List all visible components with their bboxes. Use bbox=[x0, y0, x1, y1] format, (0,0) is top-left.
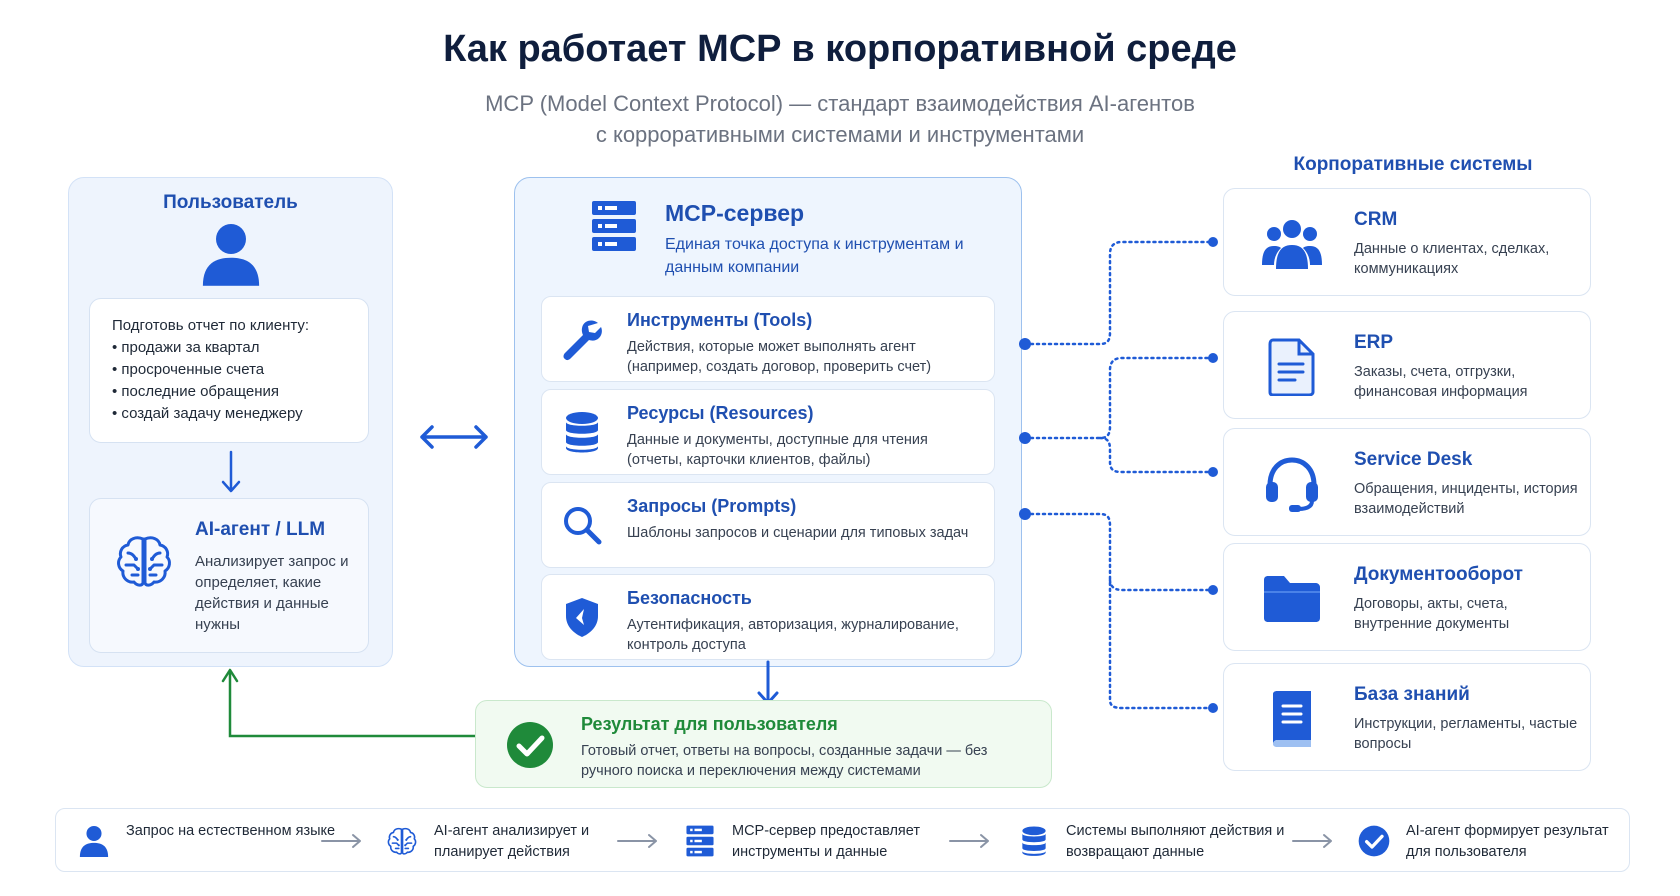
connector-to-docflow bbox=[1108, 578, 1215, 592]
flow-step-text: AI-агент формирует результат для пользов… bbox=[1406, 823, 1609, 860]
system-title: ERP bbox=[1354, 332, 1394, 353]
feature-title: Запросы (Prompts) bbox=[627, 496, 797, 516]
book-icon bbox=[1262, 690, 1322, 748]
feature-card-security: Безопасность Аутентификация, авторизация… bbox=[541, 574, 995, 660]
system-title: Service Desk bbox=[1354, 449, 1473, 470]
feature-card-resources: Ресурсы (Resources) Данные и документы, … bbox=[541, 389, 995, 475]
feature-description: Действия, которые может выполнять агент … bbox=[627, 339, 932, 375]
mcp-server-description: Единая точка доступа к инструментам и да… bbox=[665, 236, 964, 276]
feature-description: Шаблоны запросов и сценарии для типовых … bbox=[627, 525, 969, 541]
bidirectional-arrow-icon bbox=[420, 425, 488, 449]
flow-step: Системы выполняют действия и возвращают … bbox=[1018, 817, 1318, 865]
ai-agent-title: AI-агент / LLM bbox=[195, 519, 326, 540]
system-card-crm: CRM Данные о клиентах, сделках, коммуник… bbox=[1223, 188, 1591, 296]
system-title: Документооборот bbox=[1354, 564, 1523, 585]
arrow-right-icon bbox=[321, 834, 361, 848]
ai-agent-card: AI-агент / LLM Анализирует запрос и опре… bbox=[89, 498, 369, 653]
system-description: Данные о клиентах, сделках, коммуникация… bbox=[1354, 241, 1550, 277]
feature-description: Аутентификация, авторизация, журналирова… bbox=[627, 617, 959, 653]
subtitle-line-1: MCP (Model Context Protocol) — стандарт … bbox=[485, 91, 1195, 116]
system-description: Инструкции, регламенты, частые вопросы bbox=[1354, 716, 1578, 752]
feature-title: Ресурсы (Resources) bbox=[627, 403, 814, 423]
connector-resources-erp bbox=[1023, 356, 1215, 440]
flow-step: AI-агент анализирует и планирует действи… bbox=[386, 817, 646, 865]
result-title: Результат для пользователя bbox=[581, 714, 838, 734]
user-panel: Пользователь Подготовь отчет по клиенту:… bbox=[68, 177, 393, 667]
user-query-title: Подготовь отчет по клиенту: bbox=[112, 317, 310, 334]
user-query-item: просроченные счета bbox=[112, 359, 368, 381]
brain-icon bbox=[386, 825, 418, 857]
feedback-arrow bbox=[228, 672, 475, 738]
page-subtitle: MCP (Model Context Protocol) — стандарт … bbox=[0, 88, 1680, 150]
arrow-right-icon bbox=[1292, 834, 1332, 848]
system-card-knowledge-base: База знаний Инструкции, регламенты, част… bbox=[1223, 663, 1591, 771]
system-description: Заказы, счета, отгрузки, финансовая инфо… bbox=[1354, 364, 1528, 400]
result-description: Готовый отчет, ответы на вопросы, создан… bbox=[581, 743, 988, 779]
feature-title: Безопасность bbox=[627, 588, 752, 608]
page-title: Как работает MCP в корпоративной среде bbox=[443, 28, 1237, 70]
mcp-server-title: MCP-сервер bbox=[665, 200, 805, 226]
flow-step: Запрос на естественном языке bbox=[78, 817, 338, 865]
headset-icon bbox=[1262, 455, 1322, 513]
user-query-list: продажи за квартал просроченные счета по… bbox=[112, 337, 368, 425]
flow-step-text: MCP-сервер предоставляет инструменты и д… bbox=[732, 823, 921, 860]
shield-icon bbox=[560, 595, 604, 639]
system-description: Обращения, инциденты, история взаимодейс… bbox=[1354, 481, 1578, 517]
flow-step-text: Системы выполняют действия и возвращают … bbox=[1066, 823, 1285, 860]
flow-step: MCP-сервер предоставляет инструменты и д… bbox=[684, 817, 954, 865]
feature-description: Данные и документы, доступные для чтения… bbox=[627, 432, 928, 468]
wrench-icon bbox=[560, 317, 604, 361]
flow-step-text: AI-агент анализирует и планирует действи… bbox=[434, 823, 590, 860]
arrow-right-icon bbox=[617, 834, 657, 848]
flow-step: AI-агент формирует результат для пользов… bbox=[1358, 817, 1618, 865]
feature-title: Инструменты (Tools) bbox=[627, 310, 813, 330]
user-panel-title: Пользователь bbox=[163, 192, 298, 213]
user-query-item: создай задачу менеджеру bbox=[112, 403, 368, 425]
system-card-erp: ERP Заказы, счета, отгрузки, финансовая … bbox=[1223, 311, 1591, 419]
folder-icon bbox=[1262, 570, 1322, 628]
system-card-docflow: Документооборот Договоры, акты, счета, в… bbox=[1223, 543, 1591, 651]
server-icon bbox=[591, 200, 637, 252]
user-query-card: Подготовь отчет по клиенту: продажи за к… bbox=[89, 298, 369, 443]
people-icon bbox=[1262, 215, 1322, 273]
feature-card-tools: Инструменты (Tools) Действия, которые мо… bbox=[541, 296, 995, 382]
connector-prompts-systems bbox=[1023, 512, 1215, 710]
user-query-item: продажи за квартал bbox=[112, 337, 368, 359]
feedback-arrowhead bbox=[221, 668, 239, 683]
document-icon bbox=[1262, 338, 1322, 396]
check-circle-icon bbox=[1358, 825, 1390, 857]
user-query-item: последние обращения bbox=[112, 381, 368, 403]
brain-icon bbox=[114, 531, 174, 591]
flow-step-text: Запрос на естественном языке bbox=[126, 823, 336, 839]
feature-card-prompts: Запросы (Prompts) Шаблоны запросов и сце… bbox=[541, 482, 995, 568]
system-title: CRM bbox=[1354, 209, 1398, 230]
arrow-down-icon bbox=[221, 450, 241, 493]
connector-tools-crm bbox=[1023, 240, 1215, 346]
systems-title: Корпоративные системы bbox=[1293, 154, 1533, 175]
server-icon bbox=[684, 825, 716, 857]
system-title: База знаний bbox=[1354, 684, 1470, 705]
search-icon bbox=[560, 503, 604, 547]
system-description: Договоры, акты, счета, внутренние докуме… bbox=[1354, 596, 1510, 632]
user-icon bbox=[201, 222, 261, 286]
user-icon bbox=[78, 825, 110, 857]
check-circle-icon bbox=[506, 721, 554, 769]
ai-agent-description: Анализирует запрос и определяет, какие д… bbox=[195, 553, 349, 633]
database-icon bbox=[560, 410, 604, 454]
connector-resources-sd bbox=[1098, 436, 1215, 474]
arrow-right-icon bbox=[949, 834, 989, 848]
subtitle-line-2: с корроративными системами и инструмента… bbox=[595, 122, 1085, 147]
result-card: Результат для пользователя Готовый отчет… bbox=[475, 700, 1052, 788]
database-icon bbox=[1018, 825, 1050, 857]
mcp-server-panel: MCP-сервер Единая точка доступа к инстру… bbox=[514, 177, 1022, 667]
process-flow-bar: Запрос на естественном языке AI-агент ан… bbox=[55, 808, 1630, 872]
system-card-service-desk: Service Desk Обращения, инциденты, истор… bbox=[1223, 428, 1591, 536]
